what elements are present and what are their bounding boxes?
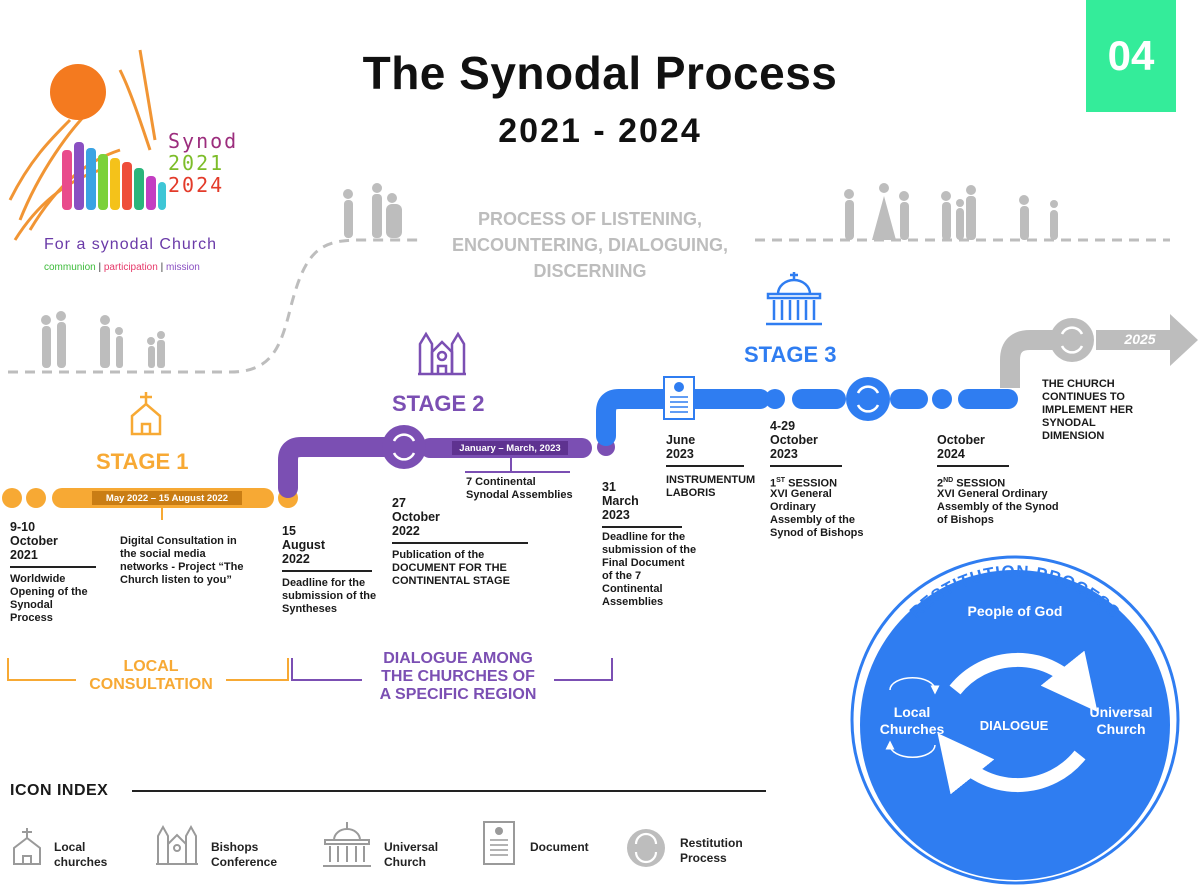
listening-line-1: PROCESS OF LISTENING, xyxy=(477,209,703,229)
second-session-label: SESSION xyxy=(953,477,1006,490)
index-label-local-churches: Local churches xyxy=(54,840,108,869)
listening-path xyxy=(8,183,1170,374)
index-label-bishops-conference: Bishops Conference xyxy=(211,840,278,869)
listening-line-2: ENCOUNTERING, DIALOGUING, xyxy=(451,235,728,255)
listening-process-label: PROCESS OF LISTENING, ENCOUNTERING, DIAL… xyxy=(420,206,760,284)
listening-line-3: DISCERNING xyxy=(533,261,647,281)
event-instrumentum-date: June 2023 xyxy=(666,433,744,467)
document-icon xyxy=(483,821,515,865)
event-final-doc-date: 31 March 2023 xyxy=(602,480,682,528)
dialogue-label: DIALOGUE xyxy=(979,718,1049,733)
index-item-universal-church: Universal Church xyxy=(322,820,438,873)
logo-separator: | xyxy=(98,262,102,273)
first-session-number: 1 xyxy=(770,477,777,490)
second-session-ordinal: ND xyxy=(943,477,954,484)
logo-synod-text: Synod xyxy=(168,129,239,153)
event-first-session-date: 4-29 October 2023 xyxy=(770,419,842,467)
future-track xyxy=(1000,314,1198,388)
event-continental-assemblies-text: 7 Continental Synodal Assemblies xyxy=(466,476,573,501)
event-opening-text: Worldwide Opening of the Synodal Process xyxy=(10,573,88,624)
page-years: 2021 - 2024 xyxy=(498,112,702,150)
document-icon xyxy=(663,376,695,420)
icon-index-divider xyxy=(132,790,766,792)
walking-people-icons xyxy=(41,183,1058,368)
phase-brackets xyxy=(7,658,613,681)
index-item-document: Document xyxy=(482,820,589,871)
index-label-document: Document xyxy=(530,840,589,854)
index-label-restitution-process: Restitution Process xyxy=(680,836,743,865)
index-label-universal-church: Universal Church xyxy=(384,840,439,869)
logo-word-mission: mission xyxy=(165,262,200,273)
first-session-ordinal: ST xyxy=(776,477,786,484)
local-churches-label: Local Churches xyxy=(879,704,945,737)
logo-year-2024: 2024 xyxy=(168,173,225,197)
event-syntheses-text: Deadline for the submission of the Synth… xyxy=(282,577,377,615)
restitution-diagram: RESTITUTION PROCESS xyxy=(850,555,1180,885)
basilica-icon xyxy=(766,272,822,326)
stage2-label: STAGE 2 xyxy=(392,391,485,416)
event-instrumentum-text: INSTRUMENTUM LABORIS xyxy=(666,474,756,499)
stage3-label: STAGE 3 xyxy=(744,342,837,367)
logo-keywords: communion | participation | mission xyxy=(44,262,200,273)
event-digital-consultation-text: Digital Consultation in the social media… xyxy=(120,535,244,586)
event-second-session-heading: 2ND SESSION xyxy=(937,474,1077,491)
stage2-track xyxy=(278,425,615,498)
event-second-session-date: October 2024 xyxy=(937,433,1009,467)
index-item-bishops-conference: Bishops Conference xyxy=(155,824,277,871)
event-first-session-heading: 1ST SESSION xyxy=(770,474,890,491)
event-continental-doc-date: 27 October 2022 xyxy=(392,496,528,544)
stage1-label: STAGE 1 xyxy=(96,449,189,474)
logo-word-communion: communion xyxy=(44,262,96,273)
church-icon xyxy=(13,828,41,865)
logo-separator: | xyxy=(160,262,164,273)
synod-logo-graphic xyxy=(8,49,166,241)
index-item-local-churches: Local churches xyxy=(10,826,107,871)
local-consultation-label: LOCAL CONSULTATION xyxy=(89,658,213,693)
stage3-track xyxy=(596,377,1018,446)
event-first-session-text: XVI General Ordinary Assembly of the Syn… xyxy=(770,488,864,539)
basilica-icon xyxy=(323,822,371,867)
event-second-session-text: XVI General Ordinary Assembly of the Syn… xyxy=(937,488,1059,526)
universal-church-label: Universal Church xyxy=(1089,704,1153,737)
first-session-label: SESSION xyxy=(785,477,838,490)
cathedral-icon xyxy=(156,824,198,865)
cathedral-icon xyxy=(418,331,466,376)
logo-word-participation: participation xyxy=(103,262,158,273)
restitution-icon xyxy=(627,829,665,867)
event-opening-date: 9-10 October 2021 xyxy=(10,520,96,568)
dialogue-region-label: DIALOGUE AMONG THE CHURCHES OF A SPECIFI… xyxy=(379,650,537,703)
logo-year-2021: 2021 xyxy=(168,151,225,175)
restitution-node-icons xyxy=(392,326,1084,461)
stage2-period-label: January – March, 2023 xyxy=(459,443,561,454)
event-final-doc-text: Deadline for the submission of the Final… xyxy=(602,531,697,608)
event-continental-doc-text: Publication of the DOCUMENT FOR THE CONT… xyxy=(392,549,510,587)
event-implementation-text: THE CHURCH CONTINUES TO IMPLEMENT HER SY… xyxy=(1042,378,1134,442)
event-syntheses-date: 15 August 2022 xyxy=(282,524,372,572)
people-of-god-label: People of God xyxy=(967,603,1063,619)
logo-tagline: For a synodal Church xyxy=(44,236,217,253)
stage1-period-label: May 2022 – 15 August 2022 xyxy=(105,493,229,504)
page-number-badge: 04 xyxy=(1086,0,1176,112)
synod-logo: Synod 2021 2024 For a synodal Church com… xyxy=(0,30,290,280)
church-icon xyxy=(130,392,162,436)
second-session-number: 2 xyxy=(937,477,944,490)
future-year-label: 2025 xyxy=(1124,331,1156,347)
icon-index-title: ICON INDEX xyxy=(10,782,109,799)
stage1-track xyxy=(2,488,298,508)
page-title: The Synodal Process xyxy=(362,47,838,99)
index-item-restitution-process: Restitution Process xyxy=(626,828,743,873)
timeline xyxy=(2,314,1198,520)
